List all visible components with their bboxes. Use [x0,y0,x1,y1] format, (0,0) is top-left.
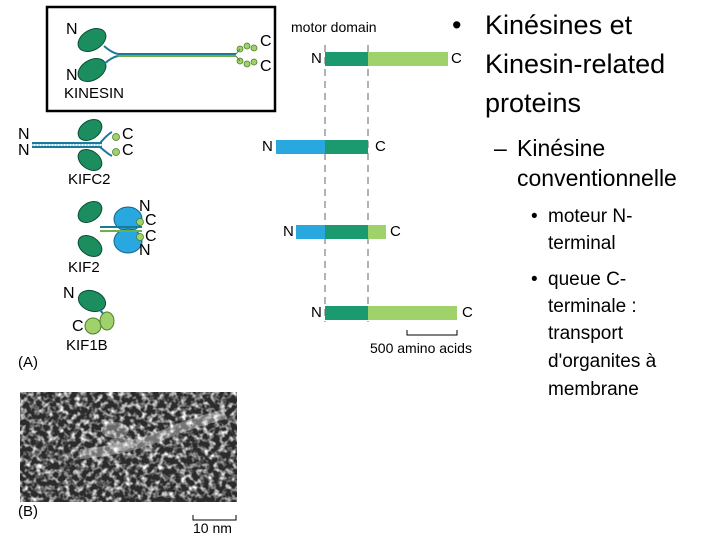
kif2-n-label-1: N [139,198,151,215]
bar-kifc2-n: N [262,138,273,155]
domain-bar-kif2 [296,225,386,239]
kinesin-molecule [77,28,258,82]
kifc2-name-label: KIFC2 [68,171,111,188]
domain-bar-kif1b [325,306,457,320]
kinesin-n-label-1: N [66,21,78,38]
bar-kif1b-n: N [311,304,322,321]
kinesin-n-label-2: N [66,67,78,84]
domain-bar-kinesin [325,52,448,66]
kinesin-head-1 [77,28,107,52]
electron-micrograph [20,392,237,502]
kifc2-molecule [32,119,120,171]
motor-domain-label: motor domain [291,19,377,35]
kif2-n-label-2: N [139,242,151,259]
panel-a-label: (A) [18,354,38,371]
kifc2-c-label-2: C [122,142,134,159]
kinesin-name-label: KINESIN [64,85,125,102]
kif2-c-label-2: C [145,228,157,245]
scale-bar-aa [406,330,458,336]
kifc2-n-label-1: N [18,126,30,143]
bar-kif1b-c: C [462,304,473,321]
scale-aa-label: 500 amino acids [370,340,472,356]
bar-kinesin-c: C [451,50,462,67]
bar-kif2-c: C [390,223,401,240]
kif1b-molecule [77,289,115,335]
panel-b-label: (B) [18,503,38,520]
kif1b-c-label: C [72,318,84,335]
kif1b-name-label: KIF1B [66,337,108,354]
kifc2-c-label-1: C [122,126,134,143]
bar-kifc2-c: C [375,138,386,155]
kinesin-highlight-box [45,5,277,113]
kifc2-n-label-2: N [18,142,30,159]
kinesin-head-2 [77,58,107,82]
kinesin-c-label-1: C [260,33,272,50]
domain-bar-kifc2 [276,140,368,154]
kif2-molecule [77,201,144,257]
kinesin-c-label-2: C [260,58,272,75]
bar-kif2-n: N [283,223,294,240]
bar-kinesin-n: N [311,50,322,67]
kif2-name-label: KIF2 [68,259,100,276]
kif2-c-label-1: C [145,212,157,229]
kif1b-n-label: N [63,285,75,302]
scale-nm-label: 10 nm [193,520,232,536]
scale-bar-nm [192,515,237,521]
